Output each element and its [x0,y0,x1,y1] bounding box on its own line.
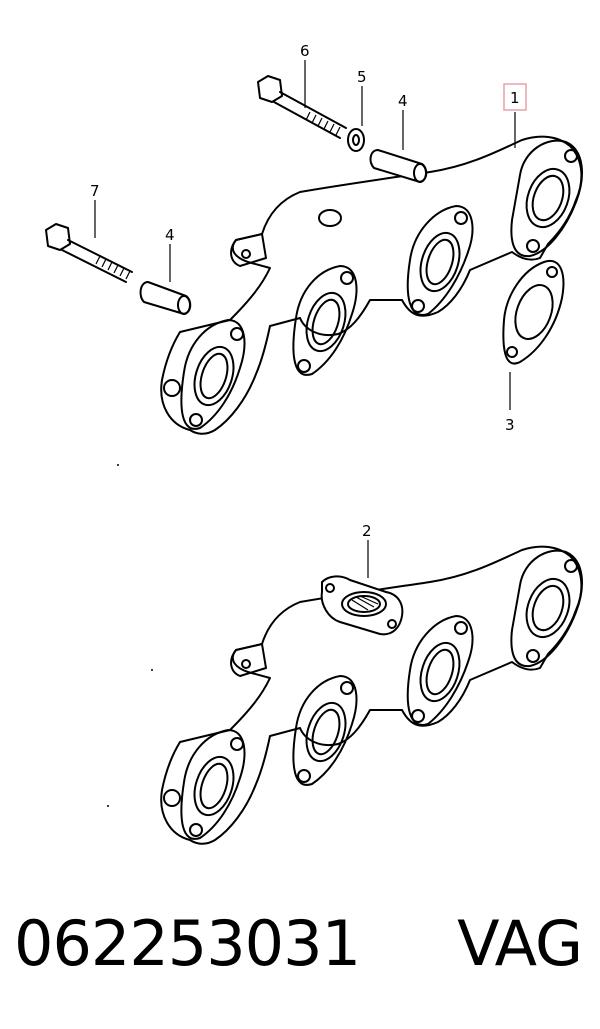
turbo-flange-part-2 [320,575,404,636]
sleeve-part-4-top [369,149,428,183]
callout-1-highlight [503,83,527,111]
bolt-part-7 [45,223,133,283]
bolt-part-6 [257,75,347,139]
callout-label-4-left: 4 [165,226,175,244]
callout-label-7: 7 [90,182,100,200]
callout-label-2: 2 [362,522,372,540]
sleeve-part-4-left [139,281,192,315]
callout-label-4-top: 4 [398,92,408,110]
callout-label-1: 1 [510,89,520,107]
exhaust-manifold-top [160,135,583,435]
callout-leaders-top [94,60,516,410]
washer-part-5 [347,128,365,152]
callout-label-5: 5 [357,68,367,86]
exhaust-manifold-bottom [160,545,583,845]
part-number: 062253031 [14,906,361,980]
stray-dot [151,669,153,671]
callout-label-6: 6 [300,42,310,60]
callout-label-3: 3 [505,416,515,434]
gasket-part-3 [502,259,565,365]
brand-label: VAG [457,906,583,980]
stray-dot [117,464,119,466]
stray-dot [107,805,109,807]
footer: 062253031 VAG [0,888,600,998]
